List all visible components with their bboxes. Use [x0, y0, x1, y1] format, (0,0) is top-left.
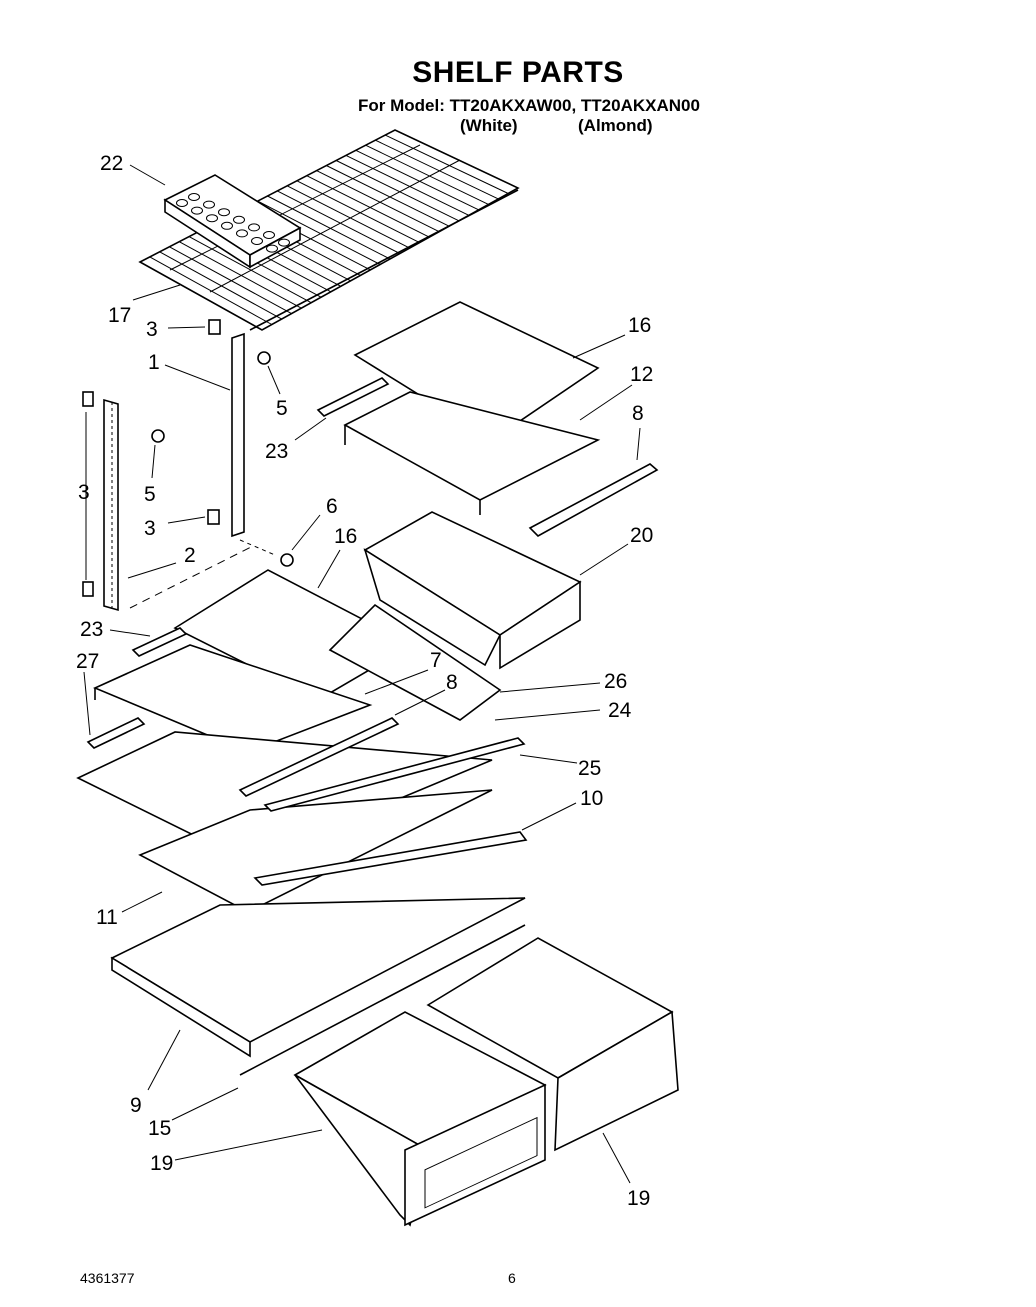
- ice-cube-cell: [248, 223, 260, 232]
- ice-cube-cell: [206, 214, 218, 223]
- callout-7: 7: [430, 649, 442, 672]
- callout-26: 26: [604, 670, 627, 693]
- ice-cube-cell: [188, 193, 200, 201]
- ice-cube-cell: [203, 200, 215, 209]
- callout-19-left: 19: [150, 1152, 173, 1175]
- variant-almond-label: (Almond): [578, 116, 653, 135]
- model-line: For Model: TT20AKXAW00, TT20AKXAN00: [358, 96, 700, 115]
- shelf-support-left: [103, 398, 119, 612]
- wire-shelf: [138, 129, 520, 331]
- callout-3-mid: 3: [144, 517, 156, 540]
- callout-22: 22: [100, 152, 123, 175]
- callout-8-lower: 8: [446, 671, 458, 694]
- upper-shelf-frame: [343, 391, 601, 515]
- callout-1: 1: [148, 351, 160, 374]
- callout-12: 12: [630, 363, 653, 386]
- drawer-right: [426, 937, 679, 1152]
- callout-11: 11: [96, 906, 118, 929]
- shelf-support-right: [231, 332, 245, 538]
- ice-cube-cell: [266, 244, 278, 253]
- ice-cube-tray: [163, 174, 302, 269]
- callout-24: 24: [608, 699, 632, 722]
- callout-10: 10: [580, 787, 603, 810]
- drawer-support-rail: [110, 897, 526, 1076]
- ice-cube-cell: [278, 238, 290, 247]
- ice-cube-cell: [218, 208, 230, 217]
- page-number: 6: [508, 1270, 516, 1286]
- trim-strips-upper: [316, 377, 659, 537]
- callout-2: 2: [184, 544, 196, 567]
- callout-19-right: 19: [627, 1187, 650, 1210]
- callout-3-top: 3: [146, 318, 158, 341]
- ice-cube-cell: [263, 231, 275, 239]
- variant-white-label: (White): [460, 116, 518, 135]
- callout-3-left: 3: [78, 481, 90, 504]
- callout-16-lower: 16: [334, 525, 357, 548]
- ice-cube-cell: [236, 229, 248, 238]
- ice-cube-cell: [221, 221, 233, 230]
- shelf-studs: [82, 319, 221, 597]
- trim-strips-lower: [86, 627, 528, 886]
- callout-5-lower: 5: [144, 483, 156, 506]
- ice-cube-cell: [233, 215, 245, 224]
- lower-shelf-frame: [92, 644, 373, 753]
- callout-9: 9: [130, 1094, 142, 1117]
- callout-16-upper: 16: [628, 314, 651, 337]
- callout-8-upper: 8: [632, 402, 644, 425]
- callout-20: 20: [630, 524, 653, 547]
- callout-17: 17: [108, 304, 131, 327]
- ice-cube-cell: [176, 199, 188, 207]
- crisper-frame: [76, 731, 493, 913]
- callout-27: 27: [76, 650, 99, 673]
- page-title: SHELF PARTS: [412, 56, 624, 89]
- callout-23-lower: 23: [80, 618, 103, 641]
- leader-lines: [83, 164, 641, 1184]
- callout-23-upper: 23: [265, 440, 288, 463]
- screws: [151, 351, 294, 567]
- callout-15: 15: [148, 1117, 171, 1140]
- callout-5-upper: 5: [276, 397, 288, 420]
- crisper-pan: [363, 511, 582, 670]
- ice-cube-cell: [191, 206, 203, 215]
- crisper-cover-26: [328, 603, 502, 721]
- drawer-left: [293, 1011, 547, 1227]
- ice-cube-cell: [251, 237, 263, 245]
- callout-6: 6: [326, 495, 338, 518]
- document-number: 4361377: [80, 1270, 135, 1286]
- callout-25: 25: [578, 757, 601, 780]
- callout-labels: 22 17 3 1 5 16 12 8 23 3 5 6 3 16 20 2 2…: [76, 152, 653, 1210]
